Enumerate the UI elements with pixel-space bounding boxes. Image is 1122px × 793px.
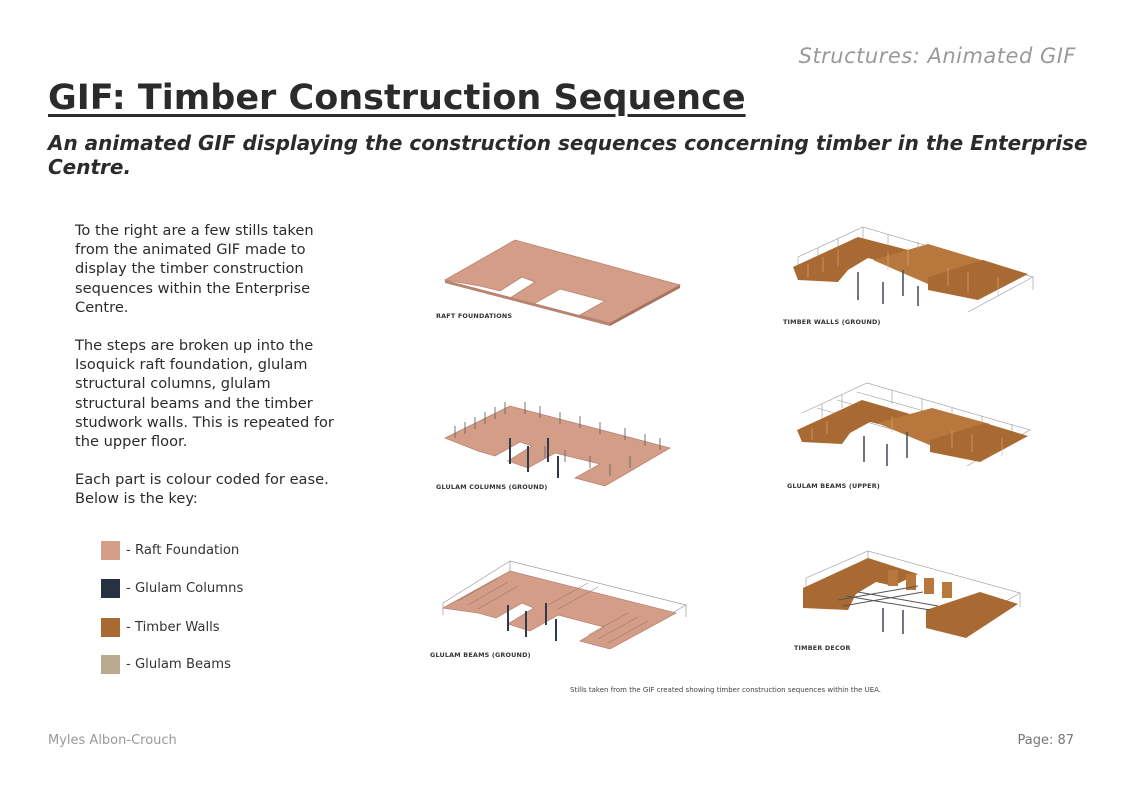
glulam-columns-ground-drawing — [444, 402, 672, 487]
glulam-beams-ground-drawing — [441, 560, 687, 650]
key-item-raft-foundation: - Raft Foundation — [101, 541, 239, 560]
timber-walls-ground-drawing — [793, 226, 1034, 313]
key-label: - Timber Walls — [126, 620, 220, 635]
key-item-glulam-beams: - Glulam Beams — [101, 655, 231, 674]
key-label: - Glulam Columns — [126, 581, 244, 596]
still-timber-decor — [798, 548, 1023, 648]
page-subtitle: An animated GIF displaying the construct… — [48, 131, 1088, 179]
footer-page-number: Page: 87 — [1017, 733, 1074, 748]
page-title: GIF: Timber Construction Sequence — [48, 78, 746, 118]
glulam-beams-swatch — [101, 655, 120, 674]
timber-walls-swatch — [101, 618, 120, 637]
key-item-timber-walls: - Timber Walls — [101, 618, 220, 637]
section-label: Structures: Animated GIF — [798, 44, 1076, 68]
footer-author: Myles Albon-Crouch — [48, 733, 177, 748]
still-glulam-columns-ground — [440, 398, 685, 493]
intro-paragraph-2: The steps are broken up into the Isoquic… — [75, 337, 334, 451]
caption-glulam-beams-ground: GLULAM BEAMS (GROUND) — [430, 651, 531, 659]
still-raft-foundations — [440, 235, 690, 330]
intro-paragraph-3: Each part is colour coded for ease. Belo… — [75, 471, 329, 508]
stills-note: Stills taken from the GIF created showin… — [570, 686, 882, 694]
caption-glulam-columns-ground: GLULAM COLUMNS (GROUND) — [436, 483, 548, 491]
glulam-beams-upper-drawing — [797, 382, 1031, 467]
caption-timber-walls-ground: TIMBER WALLS (GROUND) — [783, 318, 881, 326]
still-glulam-beams-ground — [438, 553, 690, 653]
intro-paragraph-1: To the right are a few stills taken from… — [75, 222, 314, 316]
key-item-glulam-columns: - Glulam Columns — [101, 579, 243, 598]
still-timber-walls-ground — [788, 222, 1038, 322]
caption-timber-decor: TIMBER DECOR — [794, 644, 851, 652]
caption-raft-foundations: RAFT FOUNDATIONS — [436, 312, 513, 320]
caption-glulam-beams-upper: GLULAM BEAMS (UPPER) — [787, 482, 880, 490]
raft-foundation-swatch — [101, 541, 120, 560]
raft-foundations-drawing — [443, 239, 682, 326]
glulam-columns-swatch — [101, 579, 120, 598]
key-label: - Raft Foundation — [126, 543, 240, 558]
key-label: - Glulam Beams — [126, 657, 231, 672]
still-glulam-beams-upper — [792, 378, 1037, 476]
timber-decor-drawing — [803, 550, 1021, 638]
intro-text: To the right are a few stills taken from… — [75, 221, 345, 528]
